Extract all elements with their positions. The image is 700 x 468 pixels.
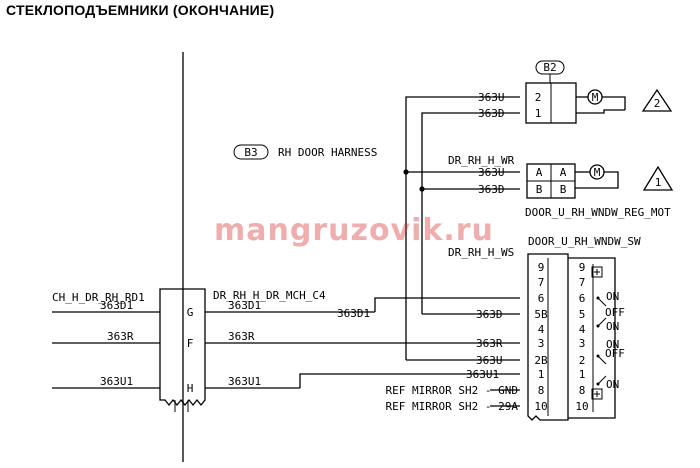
sw-rpin-2: 2 [579,354,586,367]
sw-pin-1: 1 [538,368,545,381]
reg-pin-b-left: B [536,183,543,196]
sw-off-label-1: OFF [605,306,625,319]
reg-harness: DR_RH_H_WR [448,154,515,167]
motor-b2-wire-up: 363U [478,91,505,104]
door-connector-name: DR_RH_H_DR_MCH_C4 [213,289,326,302]
reg-pin-b-right: B [560,183,567,196]
motor-b2-symbol: M [592,91,599,104]
reg-note: 1 [655,176,662,189]
switch-name: DOOR_U_RH_WNDW_SW [528,235,641,248]
wire-363r-left: 363R [107,330,134,343]
sw-pin-5b: 5B [534,308,548,321]
sw-wire-363u1: 363U1 [466,368,499,381]
motor-b2-note: 2 [654,97,661,110]
bus-wires [299,96,520,407]
sw-rpin-10: 10 [575,400,588,413]
watermark: mangruzovik.ru [214,213,494,248]
sw-rpin-1: 1 [579,368,586,381]
sw-on-label-1: ON [606,290,619,303]
motor-b2-tag: B2 [543,61,556,74]
sw-wire-363u: 363U [476,354,503,367]
sw-pin-7: 7 [538,276,545,289]
sw-wire-363d: 363D [476,308,503,321]
sw-rpin-3: 3 [579,337,586,350]
sw-pin-6: 6 [538,292,545,305]
left-pin-g: G [187,306,194,319]
reg-pin-a-right: A [560,166,567,179]
reg-wire-up: 363U [478,166,505,179]
sw-rpin-5: 5 [579,308,586,321]
page-title: СТЕКЛОПОДЪЕМНИКИ (ОКОНЧАНИЕ) [6,2,275,18]
sw-on-label-4: ON [606,378,619,391]
motor-b2-pin-2: 2 [535,91,542,104]
motor-b2-wire-down: 363D [478,107,505,120]
sw-wire-gnd: REF MIRROR SH2 - GND [386,384,518,397]
sw-wire-363r: 363R [476,337,503,350]
sw-rpin-4: 4 [579,323,586,336]
sw-pin-2b: 2B [534,354,548,367]
sw-rpin-7: 7 [579,276,586,289]
harness-tag: B3 [244,146,257,159]
sw-wire-29a: REF MIRROR SH2 - 29A [386,400,519,413]
harness-text: RH DOOR HARNESS [278,146,377,159]
left-pin-f: F [187,337,194,350]
door-connector-wire: 363D1 [337,307,370,320]
motor-regulator: DR_RH_H_WR 363U 363D A B A B M 1 DOOR_U_… [448,154,674,219]
left-connector: CH_H_DR_RH_RD1 G F H 363D1 363R 363U1 36… [52,288,520,412]
wire-363d1-left: 363D1 [100,299,133,312]
left-connector-name: CH_H_DR_RH_RD1 [52,291,145,304]
wire-363d1-right: 363D1 [228,299,261,312]
wire-363u1-right: 363U1 [228,375,261,388]
reg-pin-a-left: A [536,166,543,179]
reg-wire-down: 363D [478,183,505,196]
harness-label: B3 RH DOOR HARNESS [233,144,377,160]
sw-pin-9: 9 [538,261,545,274]
left-pin-h: H [187,382,194,395]
wire-363u1-left: 363U1 [100,375,133,388]
sw-pin-10: 10 [534,400,547,413]
sw-pin-8: 8 [538,384,545,397]
sw-rpin-8: 8 [579,384,586,397]
reg-name: DOOR_U_RH_WNDW_REG_MOT [525,206,671,219]
wire-363r-right: 363R [228,330,255,343]
sw-off-label-2: OFF [605,347,625,360]
motor-b2: B2 363U 363D 2 1 M 2 [478,60,673,124]
sw-on-label-3: ON [606,338,619,351]
sw-pin-4: 4 [538,323,545,336]
switch-harness: DR_RH_H_WS [448,246,514,259]
sw-rpin-6: 6 [579,292,586,305]
motor-b2-pin-1: 1 [535,107,542,120]
window-switch: DR_RH_H_WS DOOR_U_RH_WNDW_SW 9 7 6 5B 4 … [386,235,641,421]
sw-pin-3: 3 [538,337,545,350]
sw-on-label-2: ON [606,320,619,333]
sw-rpin-9: 9 [579,261,586,274]
reg-motor-symbol: M [594,166,601,179]
